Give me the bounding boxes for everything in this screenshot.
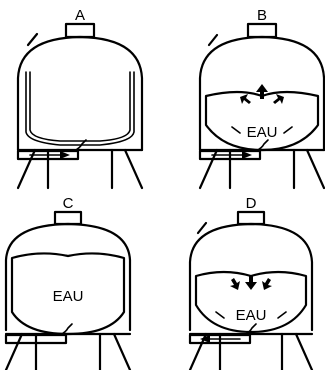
panel-b-tick-right — [284, 127, 292, 133]
panel-b-arrow-upright-icon — [273, 94, 284, 104]
panel-b-tick-left — [232, 127, 240, 133]
panel-b-water-bladder — [206, 92, 318, 150]
panel-a-letter: A — [75, 7, 85, 24]
panel-b-right-leg — [307, 150, 324, 188]
panel-d-arrow-downright-icon — [230, 278, 240, 290]
panel-c-letter: C — [63, 195, 74, 212]
panel-c: C EAU — [6, 195, 130, 370]
panel-d-arrow-down-icon — [245, 275, 257, 290]
panel-b-arrow-upleft-icon — [240, 94, 251, 104]
panel-a-valve-stem — [28, 34, 37, 45]
panel-a-tank-shell — [18, 37, 142, 150]
panel-b-flow-arrow-head — [242, 151, 252, 159]
panel-c-water-label: EAU — [53, 288, 84, 305]
panel-d-tick-left — [216, 312, 224, 318]
panel-c-top-cap — [55, 212, 81, 224]
panel-a-right-leg — [125, 150, 142, 188]
panel-b-valve-stem — [209, 35, 217, 45]
panel-d: D EAU — [190, 195, 312, 370]
panel-d-water-label: EAU — [236, 307, 267, 324]
panel-b-arrow-up-icon — [256, 84, 268, 99]
panel-a-diaphragm — [26, 72, 134, 145]
panel-d-top-cap — [238, 212, 264, 224]
panel-b: B EAU — [200, 7, 324, 188]
panel-c-left-leg — [6, 334, 22, 370]
panel-a-flow-arrow-head — [60, 151, 70, 159]
panel-a-top-cap — [66, 24, 94, 37]
panel-d-tick-right — [278, 312, 286, 318]
panel-b-water-label: EAU — [247, 124, 278, 141]
panel-a: A — [18, 7, 142, 188]
panel-b-left-leg — [200, 150, 217, 188]
panel-b-top-cap — [248, 24, 276, 37]
panel-a-left-leg — [18, 150, 35, 188]
panel-b-letter: B — [257, 7, 267, 24]
panel-c-right-leg — [114, 334, 130, 370]
panel-d-right-leg — [296, 334, 312, 370]
panel-a-diaphragm-inner — [30, 72, 130, 141]
panel-d-valve-stem — [198, 223, 206, 233]
panel-d-left-leg — [190, 334, 206, 370]
panel-d-arrow-downleft-icon — [262, 278, 272, 290]
panel-c-tank-shell — [6, 224, 130, 330]
panel-d-letter: D — [246, 195, 257, 212]
